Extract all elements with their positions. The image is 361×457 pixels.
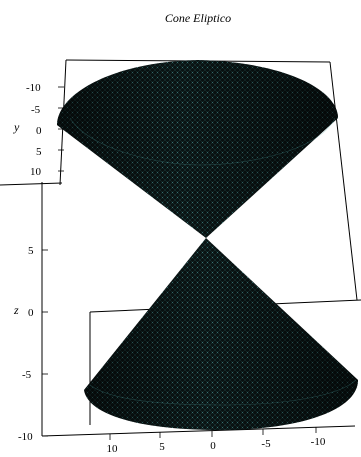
y-tick-label: 5 [36, 146, 42, 158]
y-axis: y -10 -5 0 5 10 [13, 82, 64, 178]
y-tick-label: 0 [36, 125, 42, 137]
box-edge-bottom-front [41, 425, 356, 437]
y-tick-label: 10 [30, 166, 42, 178]
upper-nappe [57, 60, 338, 238]
lower-nappe [84, 238, 358, 430]
y-tick-label: -5 [31, 104, 41, 116]
plot-box [0, 59, 361, 437]
x-axis: 10 5 0 -5 -10 [107, 427, 326, 455]
x-tick-label: 0 [210, 440, 216, 452]
box-edge-right-back [329, 61, 358, 301]
chart-title: Cone Eliptico [165, 11, 231, 25]
x-tick-label: -10 [311, 436, 326, 448]
box-edge-mid [0, 182, 63, 186]
x-tick-label: 5 [159, 441, 165, 453]
z-tick-label: -10 [18, 431, 33, 443]
z-axis-label: z [13, 303, 19, 317]
y-tick-label: -10 [26, 82, 41, 94]
x-tick-label: 10 [107, 443, 119, 455]
z-axis: z 5 0 -5 -10 [13, 245, 48, 443]
z-tick-label: 0 [28, 307, 34, 319]
x-tick-label: -5 [261, 438, 271, 450]
z-tick-label: 5 [28, 245, 34, 257]
y-axis-label: y [13, 120, 20, 134]
z-tick-label: -5 [22, 369, 32, 381]
